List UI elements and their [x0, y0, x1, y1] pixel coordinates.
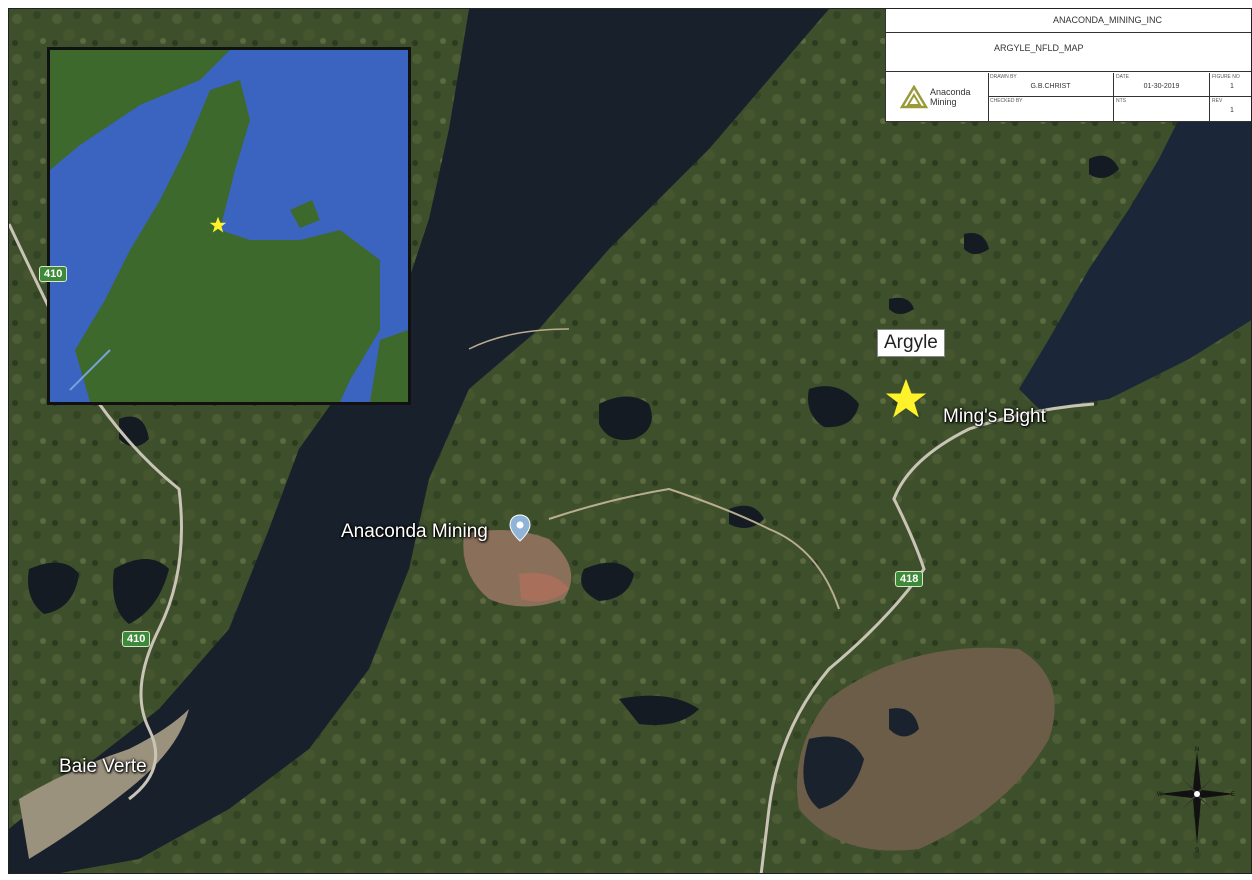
rev-value: 1: [1230, 107, 1234, 114]
title-block: ANACONDA_MINING_INC ARGYLE_NFLD_MAP Anac…: [885, 9, 1251, 122]
rev-cell: REV 1: [1210, 97, 1251, 121]
mings-bight-label: Ming's Bight: [943, 406, 1046, 427]
logo-line-1: Anaconda: [930, 87, 971, 97]
argyle-star-icon[interactable]: [884, 377, 928, 421]
date-label: DATE: [1116, 74, 1129, 80]
inset-map-svg: [50, 50, 408, 402]
logo-line-2: Mining: [930, 97, 957, 107]
compass-east: E: [1231, 792, 1235, 798]
drawn-by-label: DRAWN BY: [990, 74, 1017, 80]
map-name: ARGYLE_NFLD_MAP: [886, 34, 1251, 72]
route-418-shield: 418: [895, 571, 924, 587]
baie-verte-label: Baie Verte: [59, 756, 147, 777]
route-410-shield-bottom: 410: [122, 631, 151, 647]
map-frame: 410 410 418 Argyle Ming's Bight Anaconda…: [8, 8, 1252, 874]
inset-star-icon: [209, 216, 227, 233]
checked-by-label: CHECKED BY: [990, 98, 1023, 104]
scale-cell: NTS: [1114, 97, 1210, 121]
date-cell: DATE 01-30-2019: [1114, 73, 1210, 96]
compass-north: N: [1195, 747, 1199, 753]
date-value: 01-30-2019: [1143, 83, 1180, 90]
argyle-label: Argyle: [877, 329, 945, 357]
checked-by-cell: CHECKED BY: [988, 97, 1114, 121]
company-name: ANACONDA_MINING_INC: [886, 9, 1251, 33]
satellite-map[interactable]: [9, 9, 1252, 874]
inset-overview-map: [47, 47, 411, 405]
route-410-shield-top: 410: [39, 266, 68, 282]
figure-cell: FIGURE NO 1: [1210, 73, 1251, 96]
drawn-by-cell: DRAWN BY G.B.CHRIST: [988, 73, 1114, 96]
logo-text: Anaconda Mining: [930, 87, 986, 107]
location-pin-icon[interactable]: [509, 514, 531, 542]
rev-label: REV: [1212, 98, 1223, 104]
compass-south: S: [1195, 848, 1199, 854]
north-arrow-icon: N S W E: [1157, 747, 1235, 854]
anaconda-mining-label: Anaconda Mining: [341, 521, 488, 542]
figure-value: 1: [1230, 83, 1234, 90]
company-logo: Anaconda Mining: [886, 73, 989, 121]
compass-west: W: [1157, 792, 1163, 798]
anaconda-logo-icon: [900, 85, 928, 109]
scale-label: NTS: [1116, 98, 1126, 104]
drawn-by-value: G.B.CHRIST: [1030, 83, 1071, 90]
figure-label: FIGURE NO: [1212, 74, 1240, 80]
